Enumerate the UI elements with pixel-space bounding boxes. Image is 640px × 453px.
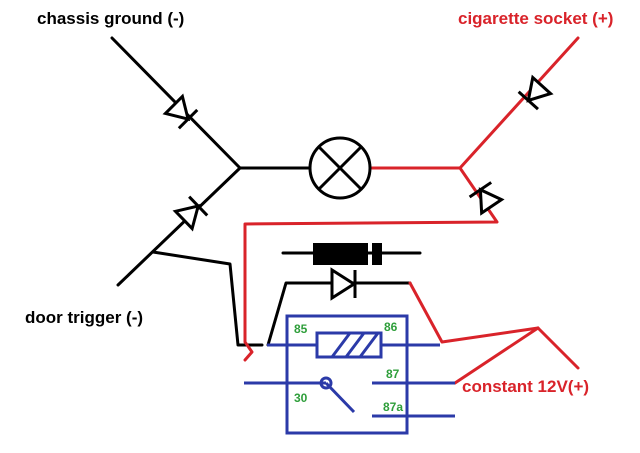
wire-cigarette-socket xyxy=(458,36,580,170)
wire-socket-junction-down xyxy=(243,166,499,362)
label-constant-12v: constant 12V(+) xyxy=(462,377,590,396)
lamp-icon xyxy=(308,136,372,200)
diode-icon-socket-lower xyxy=(468,181,505,216)
wire-constant-12v xyxy=(536,326,580,370)
wire-diode-bypass xyxy=(266,281,412,347)
pin-label-86: 86 xyxy=(384,320,398,334)
pin-label-85: 85 xyxy=(294,322,308,336)
label-door-trigger: door trigger (-) xyxy=(25,308,144,327)
wire-87-feed xyxy=(453,326,540,385)
diode-icon-socket xyxy=(517,74,554,111)
wire-trigger-to-relay-85 xyxy=(151,250,264,347)
label-cigarette-socket: cigarette socket (+) xyxy=(458,9,614,28)
diode-icon-relay xyxy=(330,267,357,301)
resistor-icon xyxy=(313,243,382,265)
pin-label-87a: 87a xyxy=(383,400,404,414)
pin-label-87: 87 xyxy=(386,367,400,381)
ground-wires xyxy=(110,36,422,347)
relay-body xyxy=(285,314,409,435)
wire-door-trigger xyxy=(116,166,242,287)
label-chassis-ground: chassis ground (-) xyxy=(37,9,185,28)
relay xyxy=(244,314,455,435)
diode-icon-door xyxy=(172,195,209,232)
positive-wires xyxy=(243,36,580,385)
wire-86-feed xyxy=(408,281,540,344)
diode-icon-chassis xyxy=(162,93,199,130)
relay-switch-arm xyxy=(324,381,356,414)
pin-label-30: 30 xyxy=(294,391,308,405)
